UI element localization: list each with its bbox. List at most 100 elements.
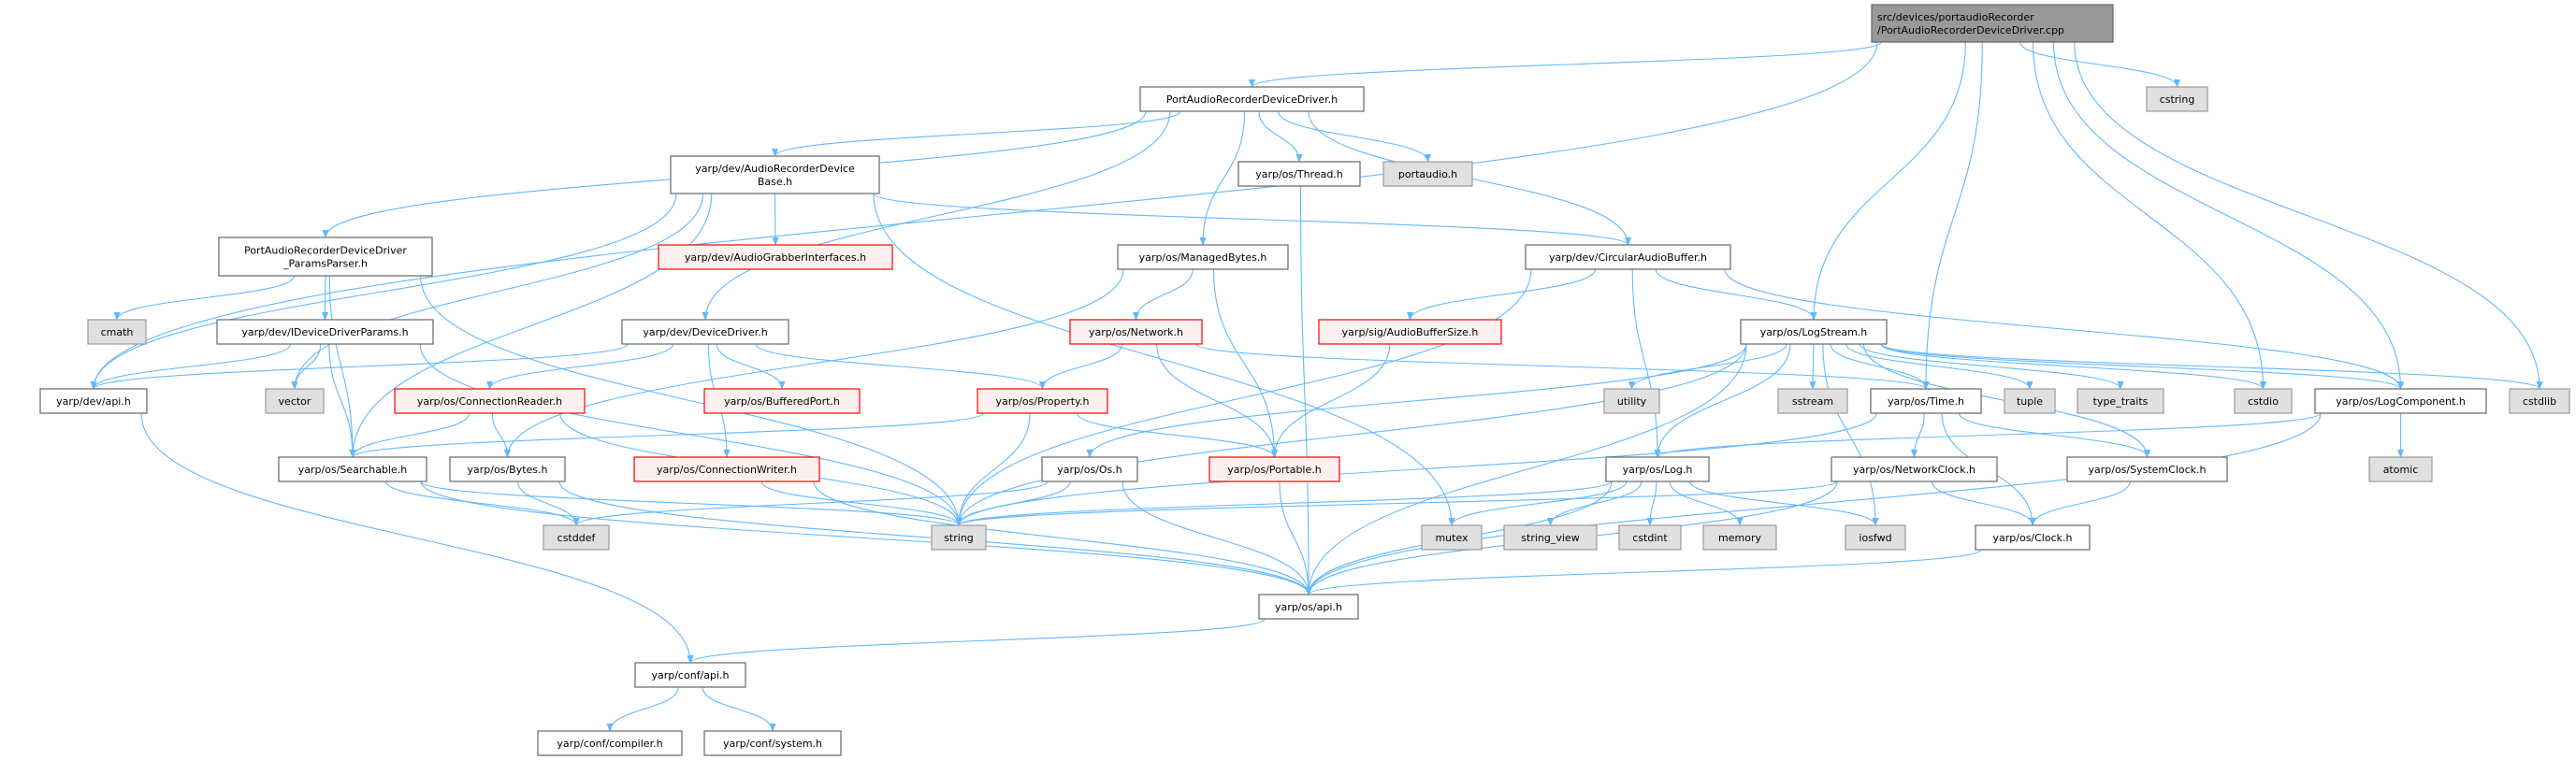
node-mbytes[interactable]: yarp/os/ManagedBytes.h xyxy=(1117,244,1289,270)
node-iosfwd[interactable]: iosfwd xyxy=(1845,524,1906,551)
node-label: yarp/os/Searchable.h xyxy=(298,464,407,476)
node-box xyxy=(1258,594,1359,620)
edge-searchable-to-string xyxy=(420,480,962,526)
node-compiler[interactable]: yarp/conf/compiler.h xyxy=(537,730,683,756)
node-box xyxy=(1871,4,2114,43)
node-atomic[interactable]: atomic xyxy=(2368,456,2433,482)
node-iddp[interactable]: yarp/dev/IDeviceDriverParams.h xyxy=(216,319,434,345)
edge-dd-to-bport xyxy=(716,343,786,390)
edge-root-to-time xyxy=(1922,41,1983,390)
node-bport[interactable]: yarp/os/BufferedPort.h xyxy=(703,388,861,414)
node-label: yarp/dev/IDeviceDriverParams.h xyxy=(241,326,408,338)
node-box xyxy=(670,155,880,194)
node-logcomp[interactable]: yarp/os/LogComponent.h xyxy=(2314,388,2487,414)
node-label: cstdio xyxy=(2248,395,2279,408)
node-box xyxy=(543,524,610,551)
node-property[interactable]: yarp/os/Property.h xyxy=(977,388,1108,414)
node-tuple[interactable]: tuple xyxy=(2004,388,2056,414)
node-box xyxy=(1870,388,1982,414)
node-log[interactable]: yarp/os/Log.h xyxy=(1605,456,1710,482)
node-dd[interactable]: yarp/dev/DeviceDriver.h xyxy=(621,319,789,345)
edge-network-to-property xyxy=(1038,343,1123,390)
edge-pp-to-cmath xyxy=(113,275,296,321)
node-time[interactable]: yarp/os/Time.h xyxy=(1870,388,1982,414)
node-clock[interactable]: yarp/os/Clock.h xyxy=(1975,524,2091,551)
edge-cab-to-logcomp xyxy=(1724,268,2405,390)
node-sstream[interactable]: sstream xyxy=(1777,388,1848,414)
node-memory[interactable]: memory xyxy=(1702,524,1777,551)
node-cwriter[interactable]: yarp/os/ConnectionWriter.h xyxy=(633,456,820,482)
node-stringview[interactable]: string_view xyxy=(1503,524,1598,551)
node-searchable[interactable]: yarp/os/Searchable.h xyxy=(278,456,427,482)
node-agi[interactable]: yarp/dev/AudioGrabberInterfaces.h xyxy=(658,244,893,270)
node-label: yarp/os/Log.h xyxy=(1623,464,1693,476)
node-box xyxy=(1740,319,1888,345)
edge-searchable-to-cstddef xyxy=(385,480,580,526)
node-utility[interactable]: utility xyxy=(1603,388,1660,414)
edge-logcomp-to-osapi xyxy=(1305,412,2322,595)
node-box xyxy=(1139,86,1365,112)
node-box xyxy=(1525,244,1731,270)
edge-log-to-memory xyxy=(1669,480,1744,526)
node-cstdio[interactable]: cstdio xyxy=(2234,388,2293,414)
node-padd[interactable]: PortAudioRecorderDeviceDriver.h xyxy=(1139,86,1365,112)
node-label: yarp/os/BufferedPort.h xyxy=(724,395,840,408)
node-label: yarp/os/api.h xyxy=(1275,601,1342,613)
node-label: yarp/os/NetworkClock.h xyxy=(1853,464,1975,476)
node-thread[interactable]: yarp/os/Thread.h xyxy=(1237,161,1361,187)
node-box xyxy=(394,388,586,414)
node-label: yarp/dev/AudioGrabberInterfaces.h xyxy=(685,251,866,264)
node-label: yarp/os/ConnectionReader.h xyxy=(417,395,562,408)
node-os[interactable]: yarp/os/Os.h xyxy=(1041,456,1138,482)
node-cstddef[interactable]: cstddef xyxy=(543,524,610,551)
edge-logstream-to-os xyxy=(1086,343,1747,458)
edge-log-to-string xyxy=(955,480,1613,526)
node-logstream[interactable]: yarp/os/LogStream.h xyxy=(1740,319,1888,345)
edge-logstream-to-typetraits xyxy=(1859,343,2124,390)
node-typetraits[interactable]: type_traits xyxy=(2077,388,2164,414)
node-network[interactable]: yarp/os/Network.h xyxy=(1069,319,1203,345)
node-cstdint[interactable]: cstdint xyxy=(1618,524,1682,551)
node-portaudio[interactable]: portaudio.h xyxy=(1382,161,1473,187)
edge-bytes-to-cstddef xyxy=(516,480,580,526)
edge-searchable-to-osapi xyxy=(420,480,1312,595)
edge-layer xyxy=(90,41,2543,732)
edge-devapi-to-confapi xyxy=(140,412,694,664)
node-cmath[interactable]: cmath xyxy=(87,319,147,345)
edge-creader-to-searchable xyxy=(349,412,470,458)
node-vector[interactable]: vector xyxy=(265,388,325,414)
node-label: PortAudioRecorderDeviceDriver.h xyxy=(1166,93,1338,106)
node-box xyxy=(1041,456,1138,482)
node-cstring[interactable]: cstring xyxy=(2146,86,2208,112)
node-label: yarp/os/Clock.h xyxy=(1993,532,2073,544)
edge-logstream-to-string xyxy=(955,343,1747,526)
edge-logstream-to-osapi xyxy=(1305,343,1747,595)
node-bytes[interactable]: yarp/os/Bytes.h xyxy=(449,456,566,482)
node-abs[interactable]: yarp/sig/AudioBufferSize.h xyxy=(1318,319,1502,345)
node-label: yarp/dev/DeviceDriver.h xyxy=(643,326,767,338)
node-osapi[interactable]: yarp/os/api.h xyxy=(1258,594,1359,620)
node-sysclock[interactable]: yarp/os/SystemClock.h xyxy=(2066,456,2228,482)
node-mutex[interactable]: mutex xyxy=(1421,524,1483,551)
node-box xyxy=(449,456,566,482)
edge-portable-to-osapi xyxy=(1279,480,1312,595)
edge-ardb-to-searchable xyxy=(349,193,713,458)
node-confapi[interactable]: yarp/conf/api.h xyxy=(634,662,746,688)
node-string[interactable]: string xyxy=(931,524,987,551)
node-box xyxy=(1777,388,1848,414)
node-label: yarp/dev/AudioRecorderDevice xyxy=(695,163,855,175)
node-label: yarp/os/SystemClock.h xyxy=(2088,464,2206,476)
node-portable[interactable]: yarp/os/Portable.h xyxy=(1208,456,1340,482)
node-pp[interactable]: PortAudioRecorderDeviceDriver_ParamsPars… xyxy=(218,237,433,277)
edge-logstream-to-tuple xyxy=(1845,343,2033,390)
edge-cwriter-to-osapi xyxy=(813,480,1312,595)
node-netclock[interactable]: yarp/os/NetworkClock.h xyxy=(1831,456,1998,482)
node-cab[interactable]: yarp/dev/CircularAudioBuffer.h xyxy=(1525,244,1731,270)
node-system[interactable]: yarp/conf/system.h xyxy=(703,730,842,756)
node-root[interactable]: src/devices/portaudioRecorder/PortAudioR… xyxy=(1871,4,2114,43)
node-cstdlib[interactable]: cstdlib xyxy=(2509,388,2570,414)
node-creader[interactable]: yarp/os/ConnectionReader.h xyxy=(394,388,586,414)
node-label: yarp/os/Portable.h xyxy=(1227,464,1321,476)
node-devapi[interactable]: yarp/dev/api.h xyxy=(39,388,148,414)
